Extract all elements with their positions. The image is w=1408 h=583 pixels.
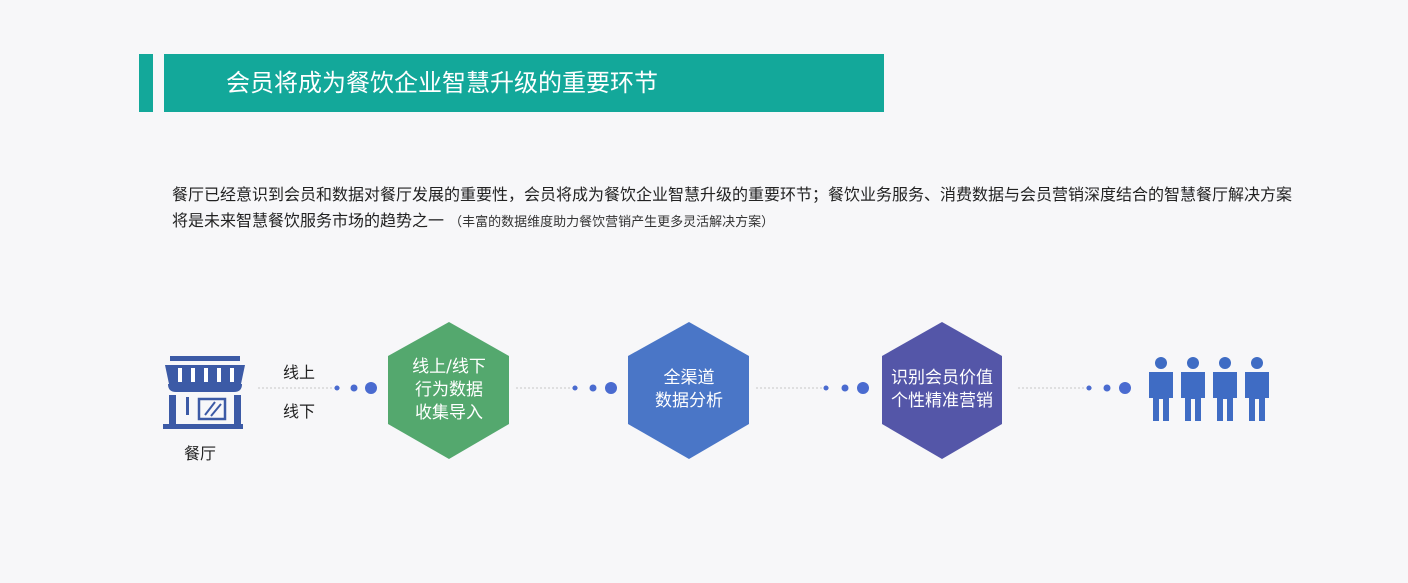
restaurant-label: 餐厅 xyxy=(184,444,217,463)
connector-1 xyxy=(258,382,377,394)
step-2-hexagon xyxy=(628,322,749,459)
person-icon xyxy=(1149,357,1173,421)
person-icon xyxy=(1181,357,1205,421)
description-paragraph: 餐厅已经意识到会员和数据对餐厅发展的重要性，会员将成为餐饮企业智慧升级的重要环节… xyxy=(172,182,1292,236)
person-icon xyxy=(1245,357,1269,421)
restaurant-icon xyxy=(163,356,245,429)
title-accent-bar xyxy=(139,54,153,112)
title-banner: 会员将成为餐饮企业智慧升级的重要环节 xyxy=(164,54,884,112)
step-3-text: 识别会员价值 个性精准营销 xyxy=(891,368,993,411)
connector-4 xyxy=(1018,382,1131,394)
description-note: （丰富的数据维度助力餐饮营销产生更多灵活解决方案） xyxy=(449,215,775,230)
channel-offline-label: 线下 xyxy=(283,402,316,421)
connector-3 xyxy=(756,382,869,394)
members-group-icon xyxy=(1149,357,1269,421)
step-3-hexagon xyxy=(882,322,1002,459)
step-1-text: 线上/线下 行为数据 收集导入 xyxy=(412,357,486,423)
person-icon xyxy=(1213,357,1237,421)
description-main: 餐厅已经意识到会员和数据对餐厅发展的重要性，会员将成为餐饮企业智慧升级的重要环节… xyxy=(172,185,1293,230)
step-2-text: 全渠道 数据分析 xyxy=(655,368,723,411)
page-title: 会员将成为餐饮企业智慧升级的重要环节 xyxy=(226,69,658,97)
step-1-hexagon xyxy=(388,322,509,459)
connector-2 xyxy=(516,382,617,394)
channel-online-label: 线上 xyxy=(283,363,316,382)
